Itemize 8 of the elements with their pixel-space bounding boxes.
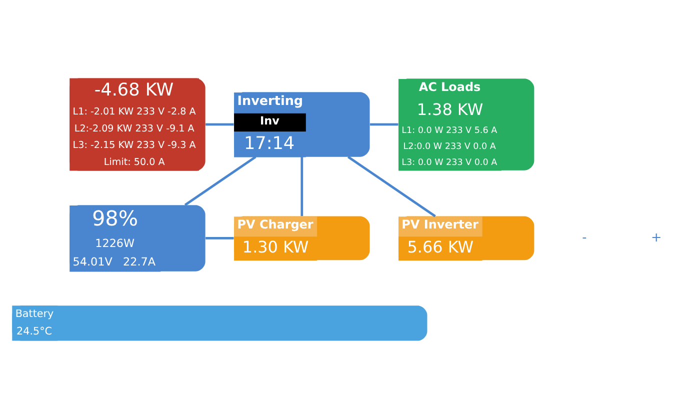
label: + [650,230,662,245]
connector [300,156,304,216]
connector [206,122,234,126]
connector [206,236,234,239]
connector [184,155,256,206]
connector [347,155,436,217]
connector [370,122,398,126]
label: - [582,230,587,245]
